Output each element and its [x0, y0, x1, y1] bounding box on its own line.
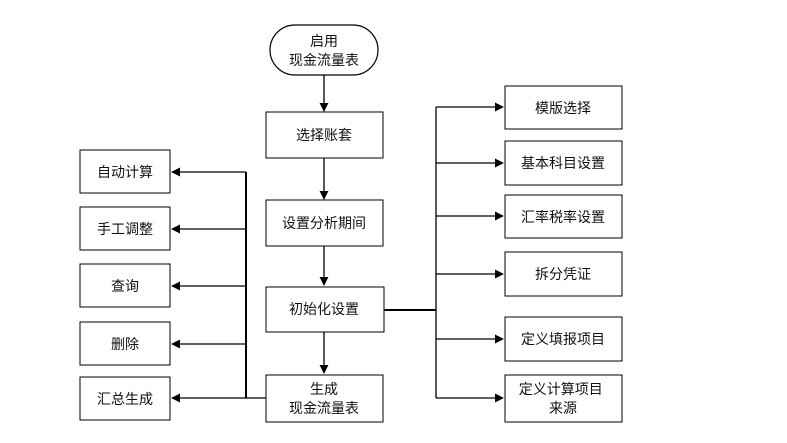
- right-box-fill-items: [504, 316, 623, 362]
- select-account-node: 选择账套: [265, 111, 384, 159]
- right-label-calc-source-line1: 定义计算项目: [519, 382, 603, 398]
- left-box-manual-adjust: [79, 206, 171, 251]
- right-label-calc-source-line2: 来源: [549, 401, 577, 417]
- right-box-calc-source: [504, 374, 623, 423]
- right-box-template: [504, 85, 623, 130]
- right-label-subjects: 基本科目设置: [521, 155, 605, 172]
- left-label-manual-adjust: 手工调整: [97, 222, 153, 238]
- right-box-split-voucher: [504, 251, 623, 297]
- set-period-node: 设置分析期间: [265, 199, 384, 247]
- right-label-split-voucher: 拆分凭证: [535, 267, 591, 283]
- left-label-auto-calc: 自动计算: [97, 165, 153, 181]
- init-settings-label: 初始化设置: [289, 301, 359, 318]
- generate-line1: 生成: [310, 382, 338, 398]
- generate-line2: 现金流量表: [289, 401, 359, 417]
- select-account-label: 选择账套: [296, 128, 352, 144]
- left-box-auto-calc: [79, 149, 171, 194]
- right-branch: 模版选择 基本科目设置 汇率税率设置 拆分凭证 定义填报项目 定义计算项目 来源: [504, 85, 623, 423]
- generate-node: 生成 现金流量表: [265, 374, 384, 423]
- select-account-box: [265, 111, 384, 159]
- start-node-shape: [269, 24, 379, 76]
- right-label-calc-source: 定义计算项目 来源: [519, 382, 607, 417]
- connectors: [171, 75, 504, 403]
- left-box-delete: [79, 321, 171, 366]
- left-label-summary: 汇总生成: [97, 392, 153, 408]
- init-settings-node: 初始化设置: [265, 286, 385, 333]
- right-label-fill-items: 定义填报项目: [521, 332, 605, 348]
- left-box-query: [79, 263, 171, 308]
- left-box-summary: [79, 376, 171, 421]
- init-settings-box: [265, 286, 385, 333]
- generate-box: [265, 374, 384, 423]
- set-period-label: 设置分析期间: [282, 216, 366, 232]
- left-label-query: 查询: [111, 279, 139, 295]
- right-box-subjects: [504, 140, 623, 186]
- set-period-box: [265, 199, 384, 247]
- right-label-template: 模版选择: [535, 101, 591, 117]
- left-label-delete: 删除: [111, 337, 139, 353]
- start-node-line2: 现金流量表: [289, 53, 359, 69]
- start-node: 启用 现金流量表: [269, 24, 379, 76]
- left-branch: 自动计算 手工调整 查询 删除 汇总生成: [79, 149, 171, 421]
- right-box-rates: [504, 194, 623, 239]
- right-label-rates: 汇率税率设置: [521, 209, 605, 226]
- start-node-line1: 启用: [310, 34, 338, 50]
